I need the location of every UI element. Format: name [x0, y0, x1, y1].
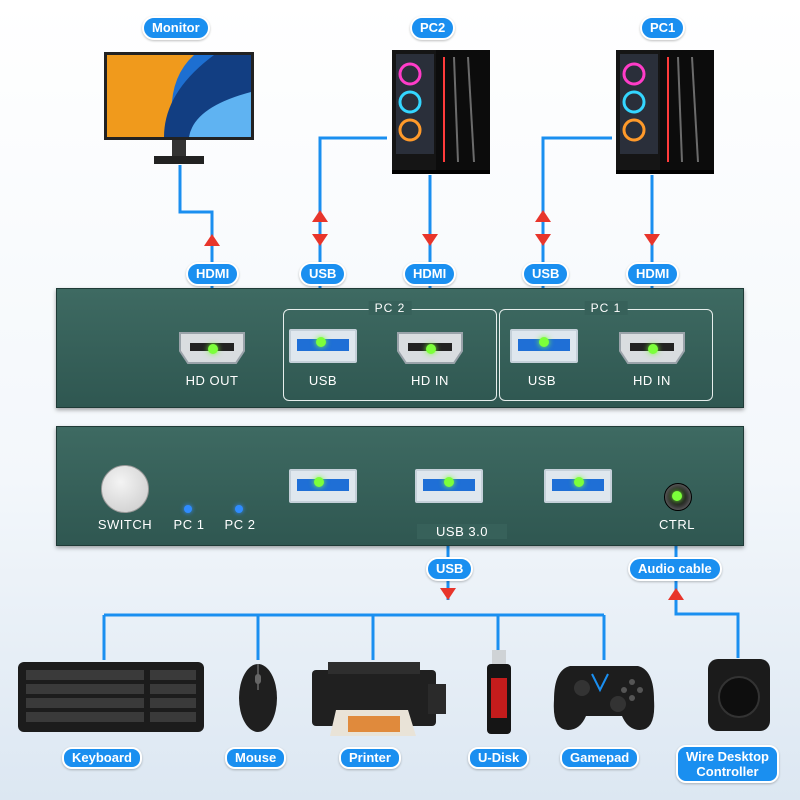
monitor-label: Monitor: [142, 16, 210, 40]
pc2-group-title: PC 2: [368, 301, 412, 315]
pc1-hdmi-cable-label: HDMI: [626, 262, 680, 286]
pc2-label: PC2: [410, 16, 456, 40]
printer-label: Printer: [339, 747, 401, 769]
pc2-usb-label: USB: [308, 373, 338, 388]
pc1-label: PC1: [640, 16, 686, 40]
pc2-port-group: PC 2: [283, 301, 497, 401]
ctrl-label: CTRL: [659, 517, 695, 532]
pc2-usb-indicator: [316, 337, 326, 347]
controller-label-line1: Wire Desktop: [686, 749, 769, 764]
mouse-label: Mouse: [225, 747, 287, 769]
ctrl-indicator: [672, 491, 682, 501]
front-usb-3-indicator: [574, 477, 584, 487]
hd-out-label: HD OUT: [185, 373, 239, 388]
wire-desktop-controller-icon: [708, 659, 770, 731]
pc1-usb-cable-label: USB: [522, 262, 570, 286]
mouse-icon: [239, 664, 277, 732]
pc2-hdmi-indicator: [426, 344, 436, 354]
pc1-tower-icon: [616, 50, 714, 174]
audio-cable-label: Audio cable: [628, 557, 722, 581]
front-usb-2-indicator: [444, 477, 454, 487]
pc1-port-group: PC 1: [499, 301, 713, 401]
pc1-hdmi-indicator: [648, 344, 658, 354]
monitor-icon: [104, 52, 254, 164]
u-disk-icon: [487, 650, 511, 734]
led-pc1-label: PC 1: [173, 517, 205, 532]
pc2-hdmi-cable-label: HDMI: [403, 262, 457, 286]
front-usb-1-indicator: [314, 477, 324, 487]
printer-icon: [312, 662, 446, 736]
led-pc2-label: PC 2: [224, 517, 256, 532]
controller-label: Wire Desktop Controller: [676, 745, 779, 783]
pc1-hdin-label: HD IN: [633, 373, 671, 388]
pc1-group-title: PC 1: [584, 301, 628, 315]
usb-hub-cable-label: USB: [426, 557, 474, 581]
gamepad-icon: [553, 666, 655, 730]
usb3-label: USB 3.0: [417, 524, 507, 539]
switch-label: SWITCH: [97, 517, 153, 532]
controller-label-line2: Controller: [696, 764, 759, 779]
gamepad-label: Gamepad: [560, 747, 640, 769]
switch-button[interactable]: [101, 465, 149, 513]
rear-panel: HD OUT PC 2 USB HD IN PC 1 USB HD IN: [56, 288, 744, 408]
hdmi-out-cable-label: HDMI: [186, 262, 240, 286]
pc2-tower-icon: [392, 50, 490, 174]
front-usb-port-1[interactable]: [289, 469, 357, 503]
hdmi-out-indicator: [208, 344, 218, 354]
pc2-hdin-label: HD IN: [411, 373, 449, 388]
front-panel: SWITCH PC 1 PC 2 USB 3.0 CTRL: [56, 426, 744, 546]
keyboard-label: Keyboard: [62, 747, 142, 769]
front-usb-port-2[interactable]: [415, 469, 483, 503]
pc1-led: [184, 505, 192, 513]
pc2-usb-cable-label: USB: [299, 262, 347, 286]
pc1-usb-indicator: [539, 337, 549, 347]
pc2-led: [235, 505, 243, 513]
keyboard-icon: [18, 662, 204, 732]
u-disk-label: U-Disk: [468, 747, 530, 769]
pc1-usb-label: USB: [527, 373, 557, 388]
